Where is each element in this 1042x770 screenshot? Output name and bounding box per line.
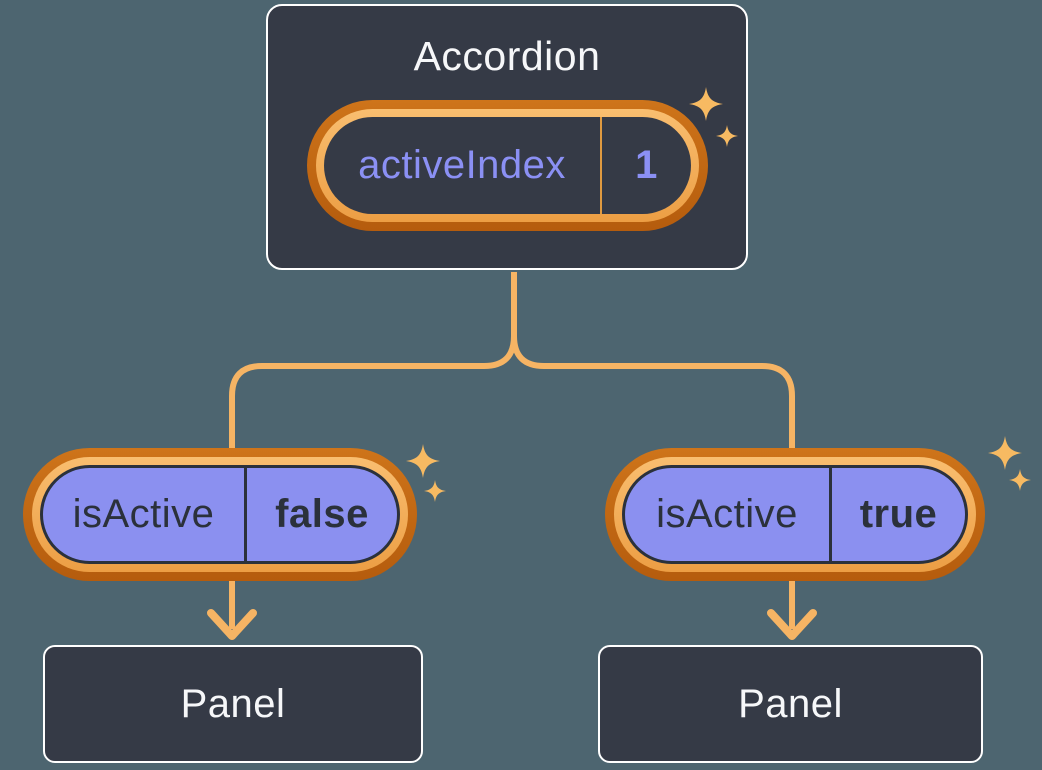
state-pill-inner-ring: activeIndex 1 (316, 109, 699, 222)
state-value: 1 (635, 143, 658, 187)
prop-pill-left: isActive false (23, 448, 417, 581)
prop-pill-right: isActive true (605, 448, 985, 581)
state-pill-core: activeIndex 1 (324, 117, 691, 214)
component-title: Accordion (413, 33, 601, 79)
prop-value: false (275, 492, 369, 536)
pill-divider (244, 468, 247, 561)
prop-name: isActive (656, 492, 798, 536)
state-pill: activeIndex 1 (307, 100, 708, 231)
pill-divider (829, 468, 832, 561)
prop-pill-inner-ring: isActive true (614, 457, 976, 572)
connector-line-left (229, 272, 517, 629)
prop-value: true (859, 492, 938, 536)
state-name: activeIndex (358, 143, 566, 187)
panel-component-box-left: Panel (43, 645, 423, 763)
arrow-down-icon (207, 609, 257, 640)
prop-name: isActive (72, 492, 215, 536)
connector-line-right (511, 272, 795, 629)
arrow-down-icon (767, 609, 817, 640)
prop-pill-core: isActive true (622, 465, 968, 564)
prop-pill-core: isActive false (40, 465, 400, 564)
panel-component-box-right: Panel (598, 645, 983, 763)
prop-pill-inner-ring: isActive false (32, 457, 408, 572)
pill-divider (600, 117, 602, 214)
